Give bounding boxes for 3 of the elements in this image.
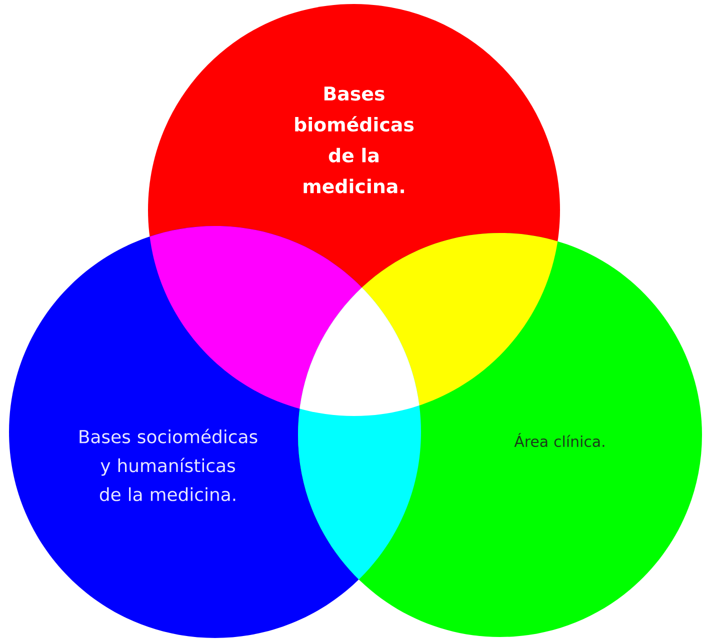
circle-label: Bases sociomédicas y humanísticas de la medicina. [80,428,258,502]
circle-label: Área clínica. [514,432,604,448]
circle-label: Bases biomédicas de la medicina. [295,86,414,194]
